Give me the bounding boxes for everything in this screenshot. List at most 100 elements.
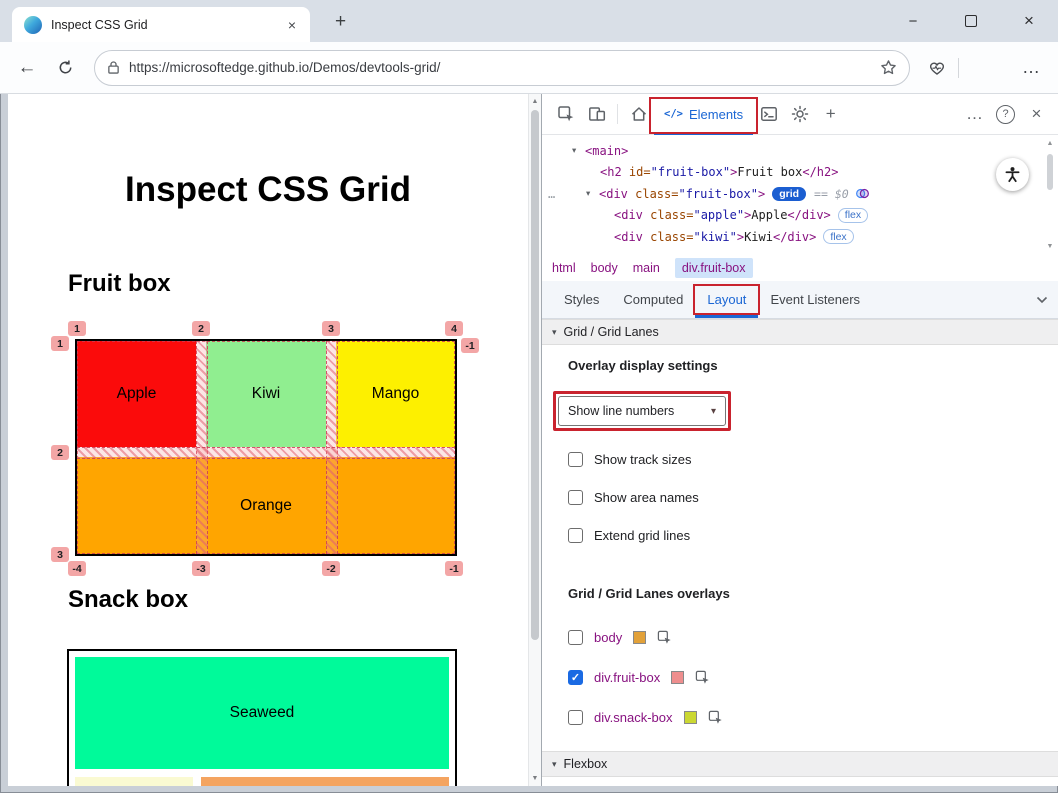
tab-styles[interactable]: Styles <box>564 292 600 307</box>
dom-tree-line[interactable]: <div class="apple">Apple</div>flex <box>542 205 1058 227</box>
flex-badge[interactable]: flex <box>823 229 854 245</box>
overlay-row-div-snack-box[interactable]: div.snack-box <box>568 697 988 737</box>
breadcrumb-item-main[interactable]: main <box>632 261 660 275</box>
grid-line-number-badge: 1 <box>68 321 86 336</box>
tab-elements[interactable]: </> Elements <box>648 94 759 135</box>
checkbox-row[interactable]: Extend grid lines <box>568 516 868 554</box>
expand-arrow-icon[interactable]: ▾ <box>572 145 577 156</box>
tab-event-listeners[interactable]: Event Listeners <box>770 292 861 307</box>
dom-token-tag: > <box>736 229 745 244</box>
address-toolbar: ← https://microsoftedge.github.io/Demos/… <box>0 42 1058 94</box>
favorites-star-icon[interactable] <box>880 59 897 76</box>
overlay-row-div-fruit-box[interactable]: ✓ div.fruit-box <box>568 657 988 697</box>
checkbox-unchecked[interactable] <box>568 451 583 467</box>
gear-sun-icon <box>791 105 808 123</box>
toolbar-divider <box>617 104 618 124</box>
url-text[interactable]: https://microsoftedge.github.io/Demos/de… <box>129 60 441 75</box>
breadcrumb-item-html[interactable]: html <box>552 261 576 275</box>
reveal-in-page-icon[interactable] <box>708 710 723 725</box>
scroll-down-icon[interactable]: ▼ <box>1046 243 1054 250</box>
section-header-grid[interactable]: ▾ Grid / Grid Lanes <box>542 319 1058 345</box>
close-window-button[interactable]: × <box>1024 11 1034 30</box>
refresh-icon <box>59 60 71 74</box>
checkbox-unchecked[interactable] <box>568 709 583 725</box>
scrollbar-thumb[interactable] <box>531 110 539 640</box>
tab-overflow-chevron-icon[interactable] <box>1036 296 1048 304</box>
back-button[interactable]: ← <box>17 56 37 78</box>
tab-computed[interactable]: Computed <box>623 292 684 307</box>
overlapping-circles-icon[interactable] <box>855 187 870 200</box>
dom-tree-scrollbar[interactable]: ▲ ▼ <box>1044 140 1056 250</box>
console-icon <box>760 107 777 121</box>
minimize-button[interactable]: − <box>908 12 918 30</box>
overlay-row-body[interactable]: body <box>568 617 988 657</box>
flex-badge[interactable]: flex <box>837 207 869 223</box>
tab-close-icon[interactable]: × <box>287 16 296 33</box>
grid-overlays-list: body ✓ div.fruit-box div.snack-box <box>568 617 988 737</box>
reveal-in-page-icon[interactable] <box>657 630 672 645</box>
dom-tree-line[interactable]: <div class="kiwi">Kiwi</div>flex <box>542 226 1058 248</box>
overlay-element-label: div.fruit-box <box>594 669 661 685</box>
snack-grid: Seaweed <box>67 649 457 786</box>
dom-tree-line[interactable]: ▾<main> <box>542 140 1058 162</box>
snack-cell-2 <box>75 777 193 786</box>
breadcrumb-item-body[interactable]: body <box>590 261 618 275</box>
maximize-button[interactable] <box>942 0 1000 42</box>
settings-more-button[interactable]: … <box>1022 57 1040 77</box>
overlay-color-swatch <box>633 630 647 644</box>
dom-token-val: "apple" <box>693 208 745 223</box>
accessibility-person-icon <box>1005 167 1020 183</box>
checkbox-checked[interactable]: ✓ <box>568 669 583 685</box>
welcome-home-button[interactable] <box>623 99 654 130</box>
window-controls: − × <box>884 0 1058 42</box>
accessibility-widget[interactable] <box>996 158 1029 191</box>
devtools-help-button[interactable]: ? <box>990 99 1021 130</box>
inspect-icon <box>557 106 573 122</box>
checkbox-row[interactable]: Show track sizes <box>568 440 868 478</box>
edge-favicon <box>24 15 42 34</box>
grid-badge[interactable]: grid <box>772 186 807 201</box>
scroll-up-icon[interactable]: ▲ <box>1046 140 1054 147</box>
dom-token-attr: class= <box>642 208 694 223</box>
dom-tree-line[interactable]: …▾<div class="fruit-box">grid== $0 <box>542 183 1058 205</box>
browser-tab[interactable]: Inspect CSS Grid × <box>12 7 310 42</box>
checkbox-unchecked[interactable] <box>568 629 583 645</box>
maximize-icon <box>965 15 977 27</box>
checkbox-row[interactable]: Show area names <box>568 478 868 516</box>
refresh-button[interactable] <box>50 53 80 83</box>
tab-layout[interactable]: Layout <box>693 281 761 318</box>
issues-debug-button[interactable] <box>784 99 815 130</box>
grid-line-number-badge: -2 <box>322 561 340 576</box>
console-button[interactable] <box>753 99 784 130</box>
page-scrollbar[interactable]: ▲ ▼ <box>528 94 541 786</box>
overlay-display-settings-title: Overlay display settings <box>568 358 718 373</box>
scrollbar-thumb[interactable] <box>1047 154 1053 190</box>
collapse-triangle-icon: ▾ <box>552 326 557 337</box>
add-tools-button[interactable]: + <box>825 104 836 123</box>
expand-arrow-icon[interactable]: ▾ <box>586 188 591 199</box>
dom-token-tag: <div <box>614 229 643 244</box>
breadcrumb-item-div.fruit-box[interactable]: div.fruit-box <box>674 258 753 278</box>
inspect-element-button[interactable] <box>550 99 581 130</box>
dom-token-val: "fruit-box" <box>678 186 758 201</box>
scroll-down-icon[interactable]: ▼ <box>531 775 539 782</box>
reveal-in-page-icon[interactable] <box>695 670 710 685</box>
devtools-close-button[interactable]: × <box>1031 104 1042 123</box>
snack-cell-3 <box>201 777 449 786</box>
checkbox-unchecked[interactable] <box>568 527 583 543</box>
devtools-more-button[interactable]: … <box>966 104 983 123</box>
device-emulation-button[interactable] <box>581 99 612 130</box>
checkbox-label: Show track sizes <box>594 451 692 467</box>
checkbox-unchecked[interactable] <box>568 489 583 505</box>
scroll-up-icon[interactable]: ▲ <box>531 98 539 105</box>
section-header-flexbox[interactable]: ▾ Flexbox <box>542 751 1058 777</box>
browser-essentials-button[interactable] <box>928 60 946 76</box>
new-tab-button[interactable]: + <box>335 11 347 32</box>
address-bar[interactable]: https://microsoftedge.github.io/Demos/de… <box>94 49 910 86</box>
checkbox-label: Show area names <box>594 489 699 505</box>
line-numbers-dropdown[interactable]: Show line numbers ▾ <box>553 391 731 431</box>
dom-tree-line[interactable]: <h2 id="fruit-box">Fruit box</h2> <box>542 162 1058 184</box>
grid-line-number-badge: 3 <box>51 547 69 562</box>
